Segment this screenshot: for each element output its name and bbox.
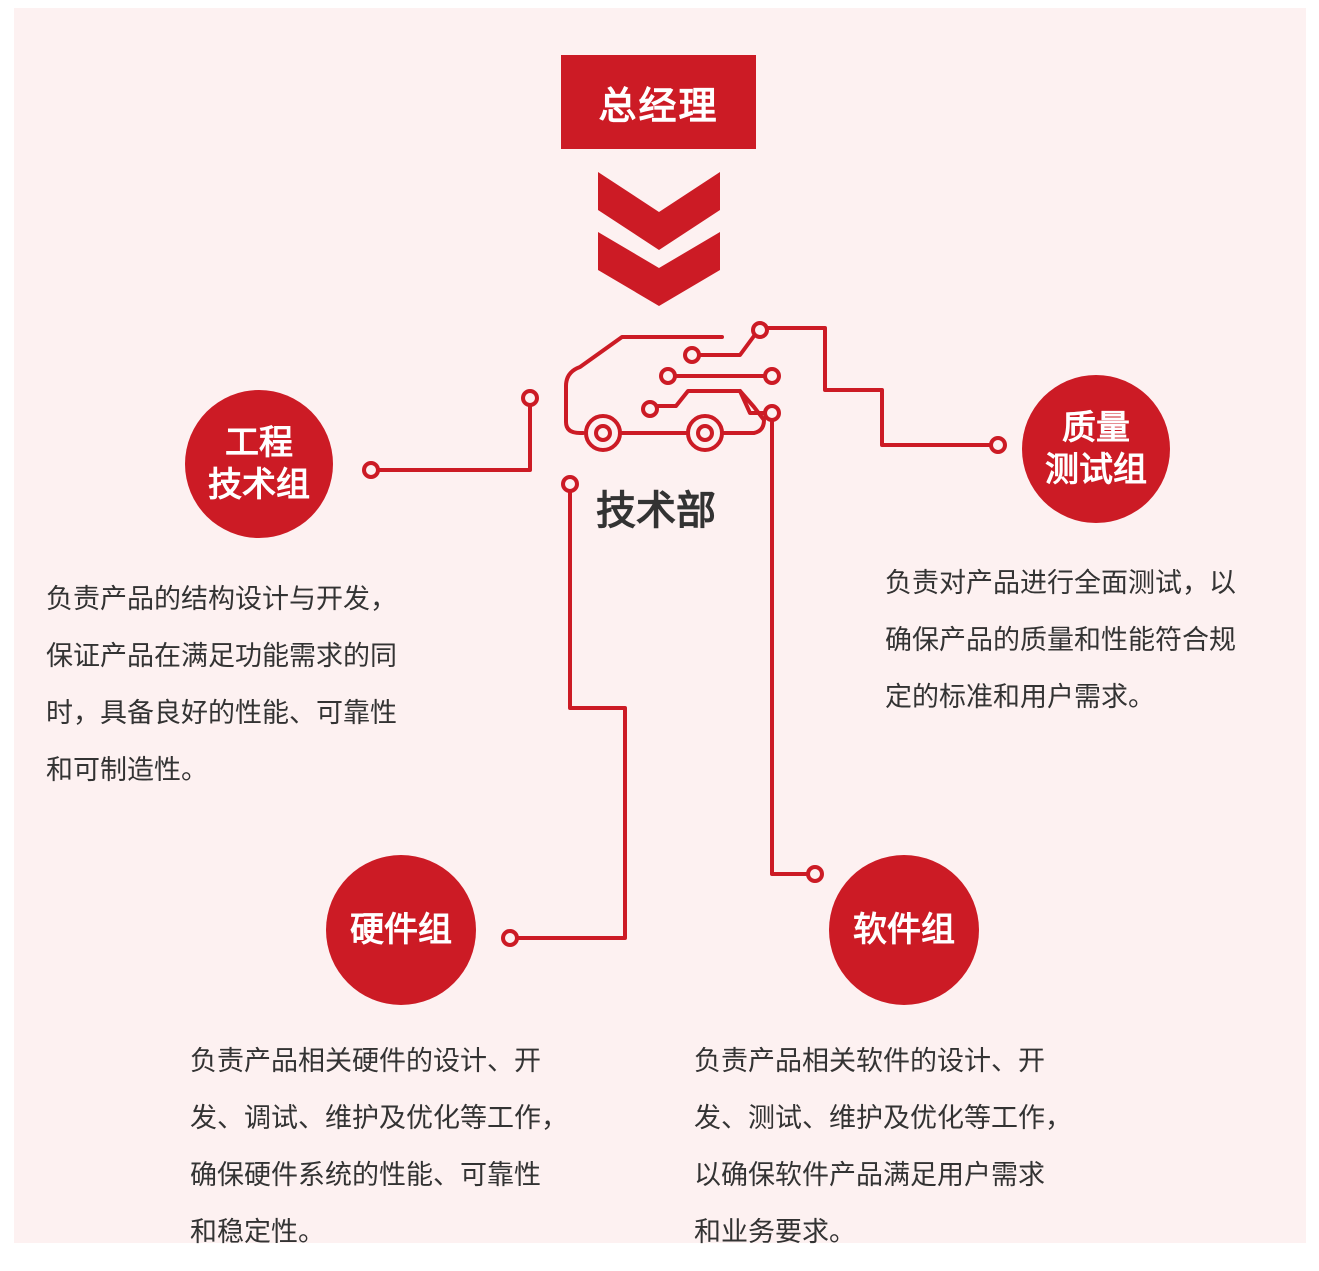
description-line: 以确保软件产品满足用户需求: [694, 1160, 1045, 1191]
group-engineering-circle: 工程 技术组: [185, 390, 333, 538]
group-hardware-name: 硬件组: [350, 909, 452, 950]
group-qa-name-line: 质量: [1062, 407, 1130, 448]
group-qa-description: 负责对产品进行全面测试，以 确保产品的质量和性能符合规 定的标准和用户需求。: [885, 555, 1236, 726]
description-line: 定的标准和用户需求。: [885, 682, 1155, 713]
description-line: 负责对产品进行全面测试，以: [885, 568, 1236, 599]
description-line: 确保产品的质量和性能符合规: [885, 625, 1236, 656]
description-line: 和业务要求。: [694, 1217, 856, 1248]
general-manager-box: 总经理: [561, 55, 756, 149]
description-line: 负责产品的结构设计与开发，: [46, 584, 397, 615]
group-engineering-name-line: 工程: [225, 422, 293, 463]
general-manager-label: 总经理: [598, 83, 719, 128]
group-software-circle: 软件组: [829, 855, 979, 1005]
group-qa-name-line: 测试组: [1045, 450, 1147, 490]
description-line: 和稳定性。: [190, 1217, 325, 1248]
group-engineering-name-line: 技术组: [208, 465, 310, 505]
description-line: 保证产品在满足功能需求的同: [46, 641, 397, 672]
group-engineering-description: 负责产品的结构设计与开发， 保证产品在满足功能需求的同 时，具备良好的性能、可靠…: [46, 571, 397, 799]
description-line: 时，具备良好的性能、可靠性: [46, 698, 397, 729]
description-line: 和可制造性。: [46, 755, 208, 786]
description-line: 确保硬件系统的性能、可靠性: [190, 1160, 541, 1191]
department-title: 技术部: [596, 488, 716, 534]
group-hardware-circle: 硬件组: [326, 855, 476, 1005]
description-line: 负责产品相关硬件的设计、开: [190, 1046, 541, 1077]
description-line: 发、调试、维护及优化等工作，: [190, 1103, 568, 1134]
group-qa-circle: 质量 测试组: [1022, 375, 1170, 523]
group-software-name: 软件组: [853, 909, 955, 950]
description-line: 负责产品相关软件的设计、开: [694, 1046, 1045, 1077]
chevron-down-icon: [598, 172, 720, 306]
group-software-description: 负责产品相关软件的设计、开 发、测试、维护及优化等工作， 以确保软件产品满足用户…: [694, 1033, 1072, 1261]
description-line: 发、测试、维护及优化等工作，: [694, 1103, 1072, 1134]
group-hardware-description: 负责产品相关硬件的设计、开 发、调试、维护及优化等工作， 确保硬件系统的性能、可…: [190, 1033, 568, 1261]
car-circuit-icon: [362, 321, 1007, 947]
